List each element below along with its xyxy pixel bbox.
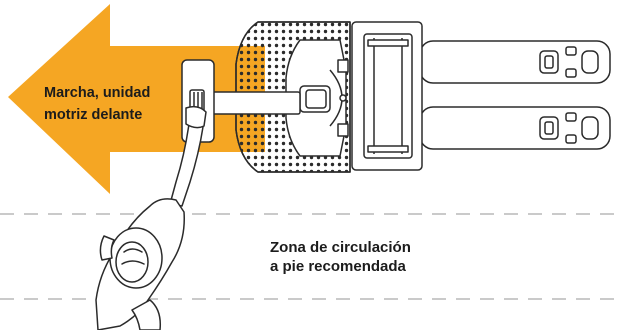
pallet-truck-icon (181, 21, 611, 173)
walkway-zone-label-line-1: Zona de circulación (270, 239, 411, 256)
direction-arrow (8, 4, 265, 194)
walkway-zone-label-line-2: a pie recomendada (270, 258, 406, 275)
direction-label: Marcha, unidad motriz delante (44, 82, 184, 126)
direction-label-line-1: Marcha, unidad (44, 85, 151, 101)
walkway-zone-label: Zona de circulación a pie recomendada (270, 238, 470, 276)
direction-label-line-2: motriz delante (44, 107, 143, 123)
operator-walking-icon (95, 105, 207, 331)
